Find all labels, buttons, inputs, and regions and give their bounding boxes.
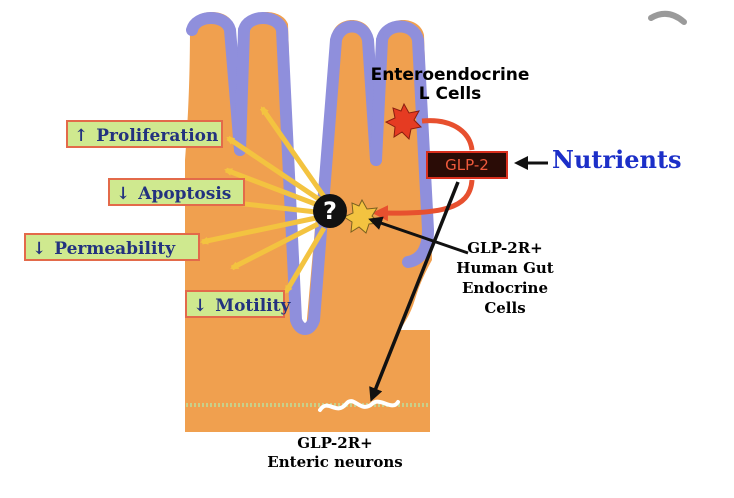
gut-cell-pointer <box>368 216 469 255</box>
gut-cells-line-1: GLP-2R+ <box>467 239 543 257</box>
down-arrow-icon: ↓ <box>32 239 47 259</box>
up-arrow-icon: ↑ <box>74 126 89 146</box>
l-cell-to-glp2-arrow <box>421 118 475 151</box>
effect-box-permeability: ↓ Permeability <box>24 233 200 261</box>
effect-label: Apoptosis <box>138 184 232 204</box>
gut-cells-line-2: Human Gut <box>456 259 554 277</box>
effect-box-proliferation: ↑ Proliferation <box>66 120 223 148</box>
enteroendocrine-label: Enteroendocrine L Cells <box>362 66 538 104</box>
glp2-box: GLP-2 <box>426 151 508 179</box>
villi-tissue <box>185 12 435 432</box>
effect-box-apoptosis: ↓ Apoptosis <box>108 178 245 206</box>
effect-label: Motility <box>215 296 291 316</box>
decorative-arc <box>648 10 687 25</box>
down-arrow-icon: ↓ <box>193 296 208 316</box>
effect-box-motility: ↓ Motility <box>185 290 290 318</box>
enteric-neurons-label: GLP-2R+ Enteric neurons <box>250 434 420 472</box>
l-cell-star-icon <box>384 102 423 141</box>
gut-endocrine-cells-label: GLP-2R+ Human Gut Endocrine Cells <box>455 238 555 318</box>
enteroendocrine-line: Enteroendocrine <box>370 65 530 85</box>
effect-label: Permeability <box>54 239 176 259</box>
enteric-neuron-icon <box>318 399 400 412</box>
nutrients-label: Nutrients <box>552 145 682 174</box>
glp2-to-neurons-arrow <box>369 181 460 402</box>
unknown-mediator-icon: ? <box>313 194 347 228</box>
gut-cells-line-3: Endocrine <box>461 279 548 297</box>
effect-label: Proliferation <box>96 126 219 146</box>
effect-arrows <box>200 106 328 294</box>
l-cells-line: L Cells <box>418 84 482 104</box>
gut-cells-line-4: Cells <box>484 299 526 317</box>
enteric-line-2: Enteric neurons <box>267 453 403 471</box>
receptor-star-icon <box>342 198 381 234</box>
down-arrow-icon: ↓ <box>116 184 131 204</box>
enteric-line-1: GLP-2R+ <box>297 434 373 452</box>
